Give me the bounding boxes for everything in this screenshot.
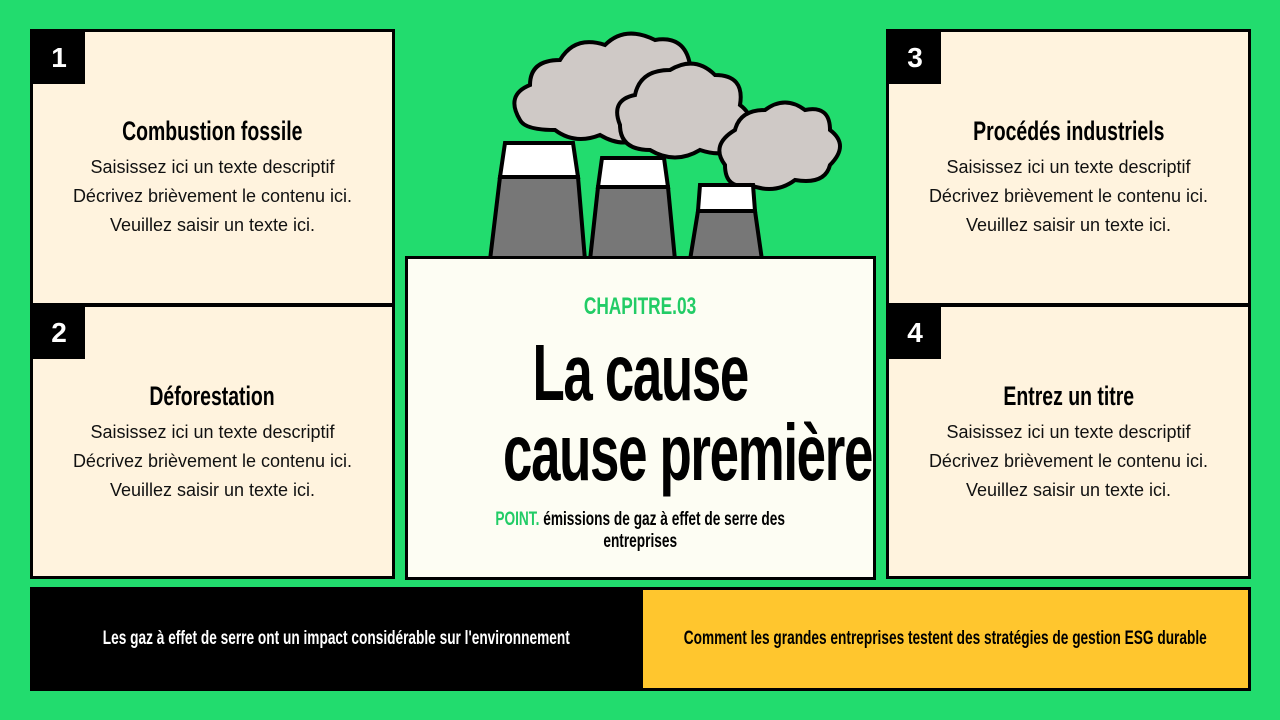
card-title: Entrez un titre	[1003, 381, 1134, 411]
number-badge: 2	[33, 307, 85, 359]
center-title-box: CHAPITRE.03 La cause cause première POIN…	[405, 256, 876, 580]
card-line: Veuillez saisir un texte ici.	[109, 480, 316, 500]
chapter-label: CHAPITRE.03	[584, 293, 697, 320]
bottom-banner: Les gaz à effet de serre ont un impact c…	[30, 587, 1251, 691]
main-title-line2: cause première	[503, 408, 873, 497]
card-line: Saisissez ici un texte descriptif	[946, 157, 1191, 177]
card-title: Procédés industriels	[972, 116, 1165, 146]
number-badge: 1	[33, 32, 85, 84]
number-badge: 4	[889, 307, 941, 359]
card-line: Décrivez brièvement le contenu ici.	[72, 451, 353, 471]
main-title-line1: La cause	[532, 328, 750, 417]
card-line: Veuillez saisir un texte ici.	[109, 215, 316, 235]
card-line: Veuillez saisir un texte ici.	[965, 480, 1172, 500]
banner-right-text: Comment les grandes entreprises testent …	[683, 628, 1208, 649]
card-deforestation: 2 Déforestation Saisissez ici un texte d…	[30, 304, 395, 579]
card-line: Saisissez ici un texte descriptif	[946, 422, 1191, 442]
card-combustion-fossile: 1 Combustion fossile Saisissez ici un te…	[30, 29, 395, 306]
card-title: Combustion fossile	[122, 116, 303, 146]
point-label: POINT.	[495, 509, 540, 530]
point-text: émissions de gaz à effet de serre des	[543, 509, 786, 530]
card-procedes-industriels: 3 Procédés industriels Saisissez ici un …	[886, 29, 1251, 306]
card-line: Saisissez ici un texte descriptif	[90, 422, 335, 442]
card-line: Saisissez ici un texte descriptif	[90, 157, 335, 177]
factory-illustration	[487, 31, 842, 260]
card-line: Décrivez brièvement le contenu ici.	[928, 186, 1209, 206]
card-line: Décrivez brièvement le contenu ici.	[928, 451, 1209, 471]
card-line: Veuillez saisir un texte ici.	[965, 215, 1172, 235]
number-badge: 3	[889, 32, 941, 84]
card-line: Décrivez brièvement le contenu ici.	[72, 186, 353, 206]
card-title: Déforestation	[149, 381, 276, 411]
card-entrez-un-titre: 4 Entrez un titre Saisissez ici un texte…	[886, 304, 1251, 579]
banner-left-text: Les gaz à effet de serre ont un impact c…	[103, 628, 570, 649]
point-text-2: entreprises	[603, 531, 678, 552]
